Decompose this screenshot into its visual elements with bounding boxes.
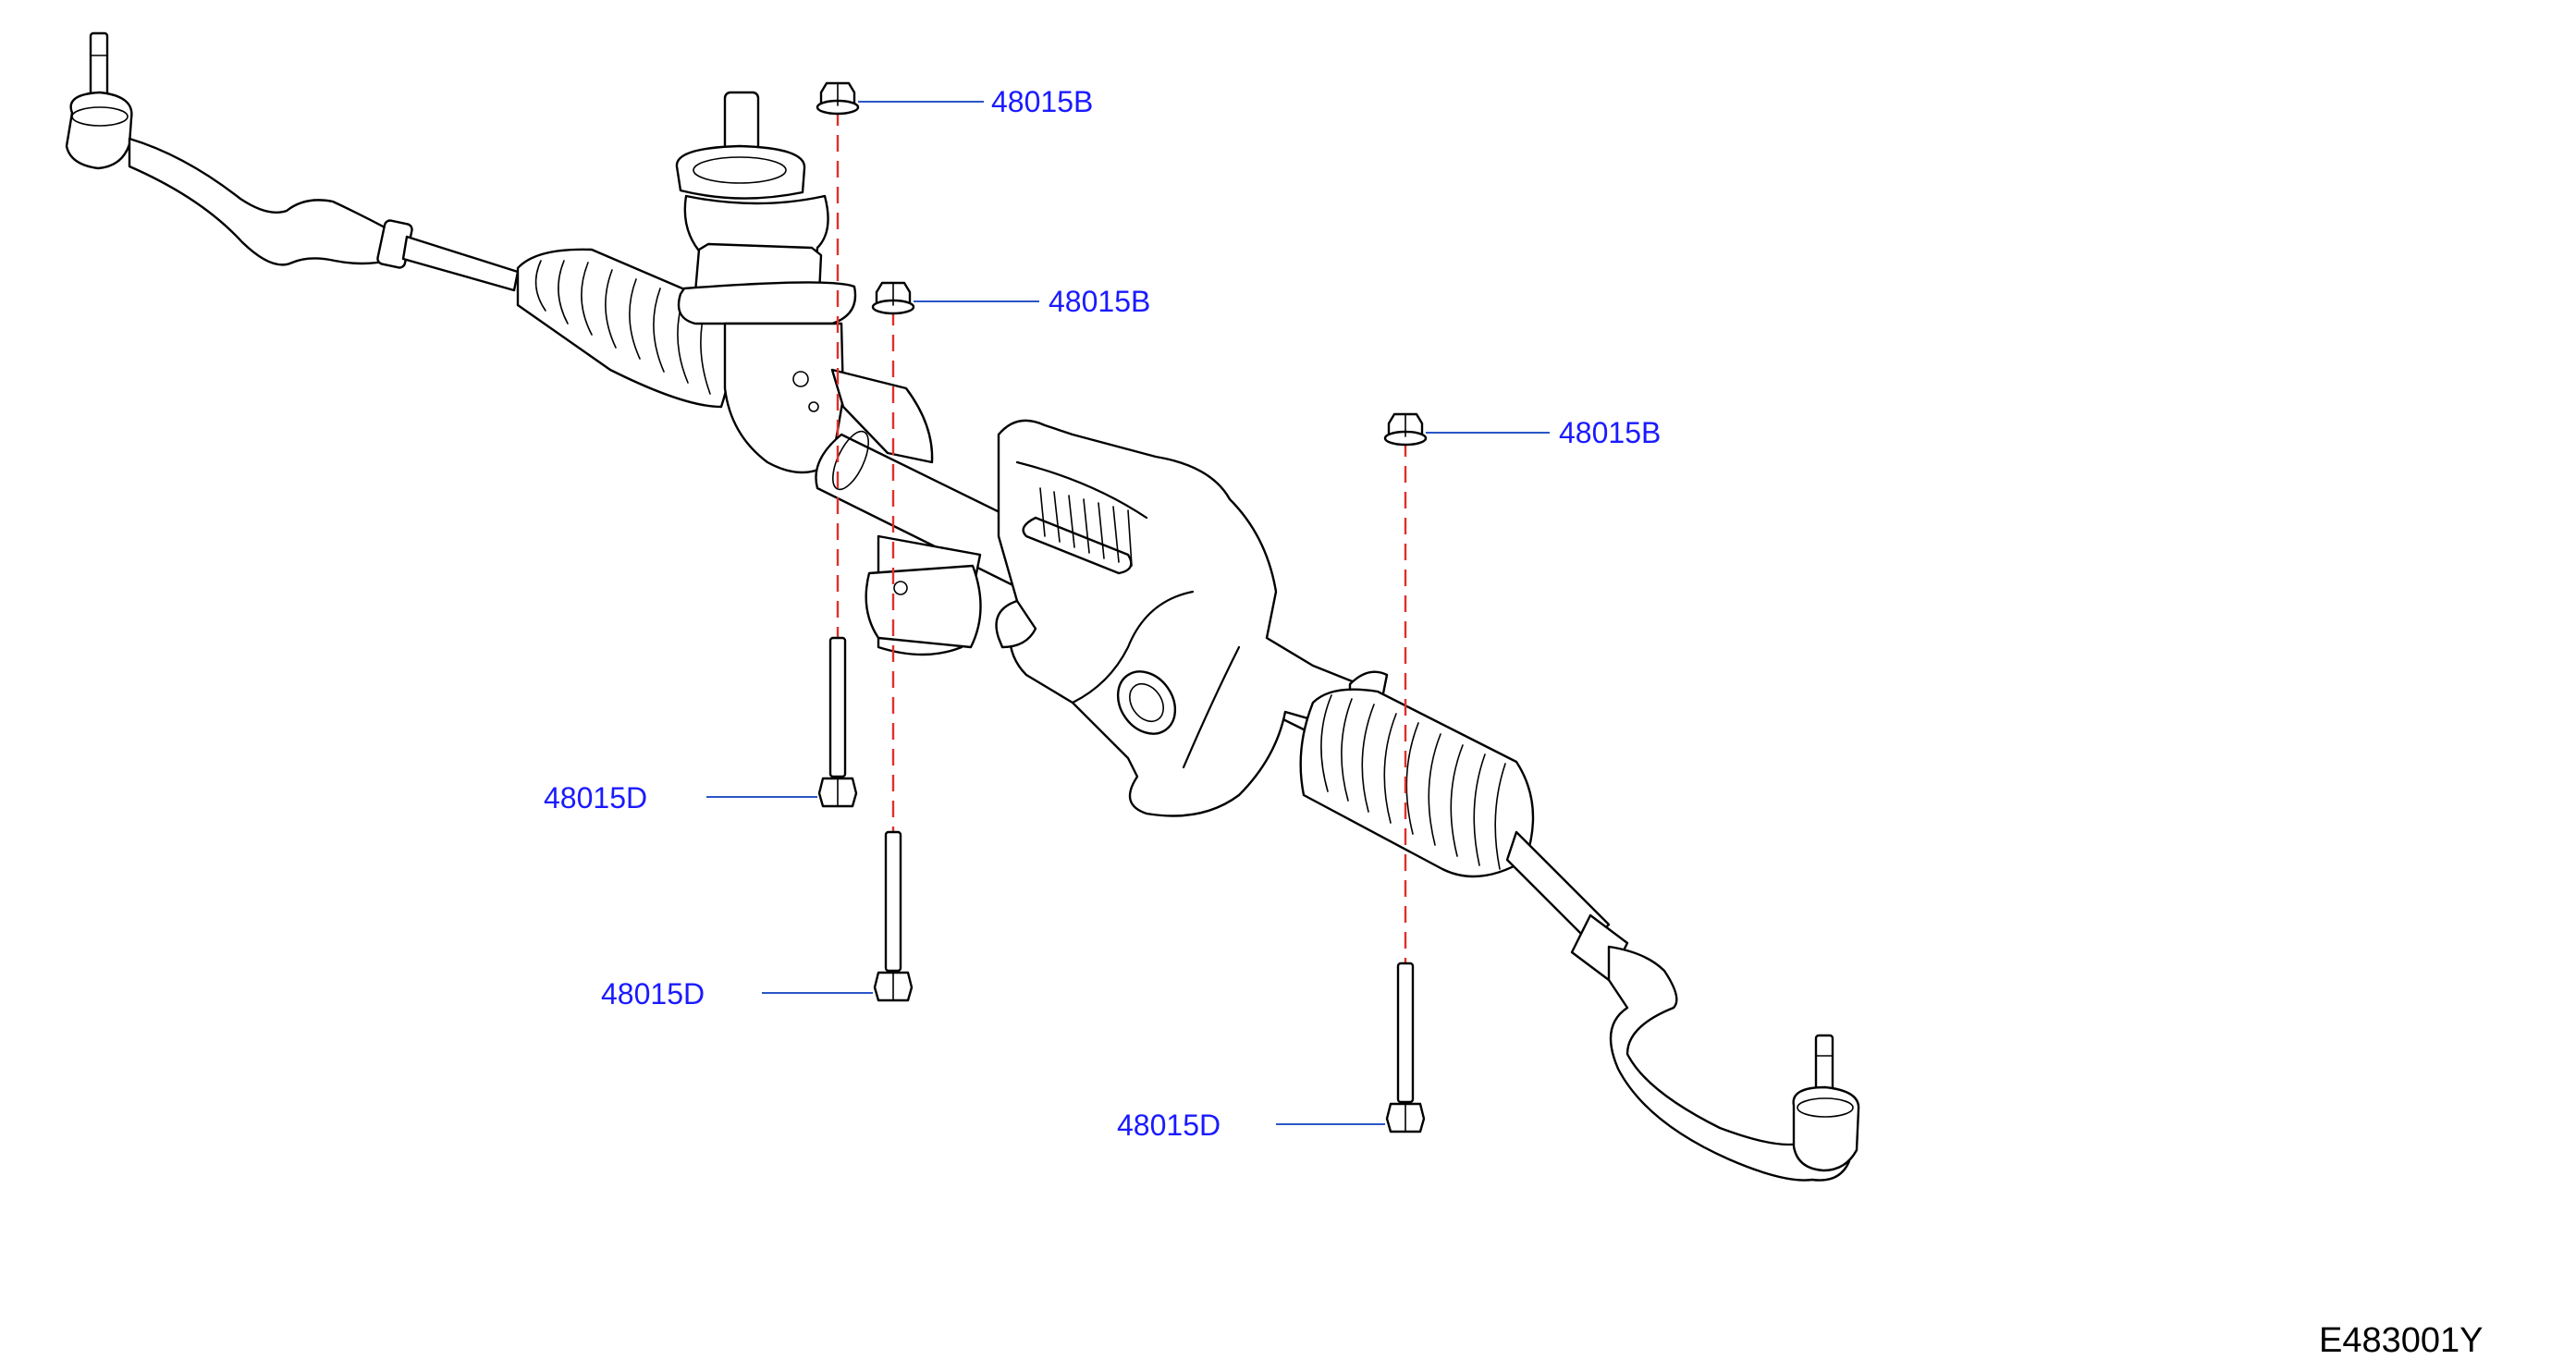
- leader-lines: [706, 101, 1550, 1125]
- flange-nut-2: [871, 281, 915, 315]
- callout-nut-2[interactable]: 48015B: [1049, 285, 1150, 318]
- bolt-2-shape: [873, 830, 914, 1002]
- callout-nut-1[interactable]: 48015B: [991, 85, 1093, 118]
- callout-bolt-2[interactable]: 48015D: [601, 977, 705, 1011]
- callout-bolt-3[interactable]: 48015D: [1117, 1109, 1221, 1142]
- pinion-housing: [675, 91, 934, 474]
- left-tie-rod-end: [65, 31, 390, 266]
- illustration-code: E483001Y: [2319, 1321, 2484, 1360]
- left-tie-rod-shaft: [376, 219, 520, 292]
- bolt-3-shape: [1385, 962, 1426, 1133]
- fastener-axes: [836, 109, 1407, 963]
- right-tie-rod-end: [1607, 945, 1860, 1182]
- right-rack-boot: [1299, 688, 1535, 878]
- flange-nut-1: [816, 81, 860, 116]
- bolt-1-shape: [817, 636, 858, 808]
- center-mount-bracket: [865, 534, 982, 656]
- callout-nut-3[interactable]: 48015B: [1559, 416, 1661, 449]
- flange-nut-3: [1383, 412, 1428, 447]
- callout-bolt-1[interactable]: 48015D: [544, 781, 647, 815]
